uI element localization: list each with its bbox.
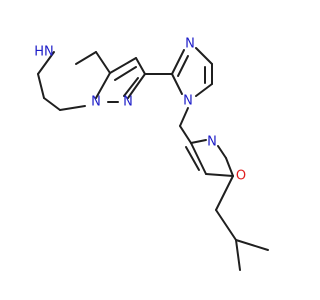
bond bbox=[59, 105, 86, 111]
molecule-structure: HN N N N N N O bbox=[34, 37, 269, 271]
bond bbox=[123, 77, 139, 97]
bond bbox=[37, 51, 55, 75]
atom-label-n-pyrazole-2: N bbox=[123, 95, 133, 110]
bond bbox=[205, 173, 234, 177]
bond bbox=[135, 57, 146, 75]
atom-label-n-imidazole-3: N bbox=[185, 37, 195, 52]
bond bbox=[235, 239, 241, 271]
bond bbox=[171, 73, 183, 95]
bond bbox=[179, 125, 192, 144]
atom-label-n-imidazole-1: N bbox=[183, 94, 193, 109]
atom-label-nh: HN bbox=[34, 45, 54, 60]
bond bbox=[225, 157, 234, 177]
bond bbox=[217, 145, 227, 159]
bond bbox=[179, 107, 189, 127]
atom-label-n-isoxazole: N bbox=[207, 135, 217, 150]
bond bbox=[195, 83, 213, 97]
bond bbox=[235, 239, 269, 251]
bond bbox=[43, 97, 61, 111]
bond-layer bbox=[37, 47, 269, 271]
atom-label-layer: HN N N N N N O bbox=[34, 37, 246, 184]
bond bbox=[190, 139, 207, 144]
bond bbox=[171, 49, 185, 75]
bond bbox=[37, 73, 45, 99]
bond bbox=[127, 73, 146, 99]
bond bbox=[95, 72, 111, 99]
bond bbox=[215, 175, 234, 211]
bond bbox=[75, 51, 97, 65]
atom-label-o-isoxazole: O bbox=[236, 169, 246, 184]
bond bbox=[185, 146, 200, 171]
bond bbox=[177, 55, 189, 77]
bond bbox=[114, 66, 137, 81]
bond bbox=[215, 209, 237, 241]
bond bbox=[190, 142, 207, 175]
atom-label-n-pyrazole-1: N bbox=[91, 95, 101, 110]
bond bbox=[95, 51, 111, 74]
bond bbox=[195, 47, 213, 65]
bond bbox=[109, 57, 137, 74]
